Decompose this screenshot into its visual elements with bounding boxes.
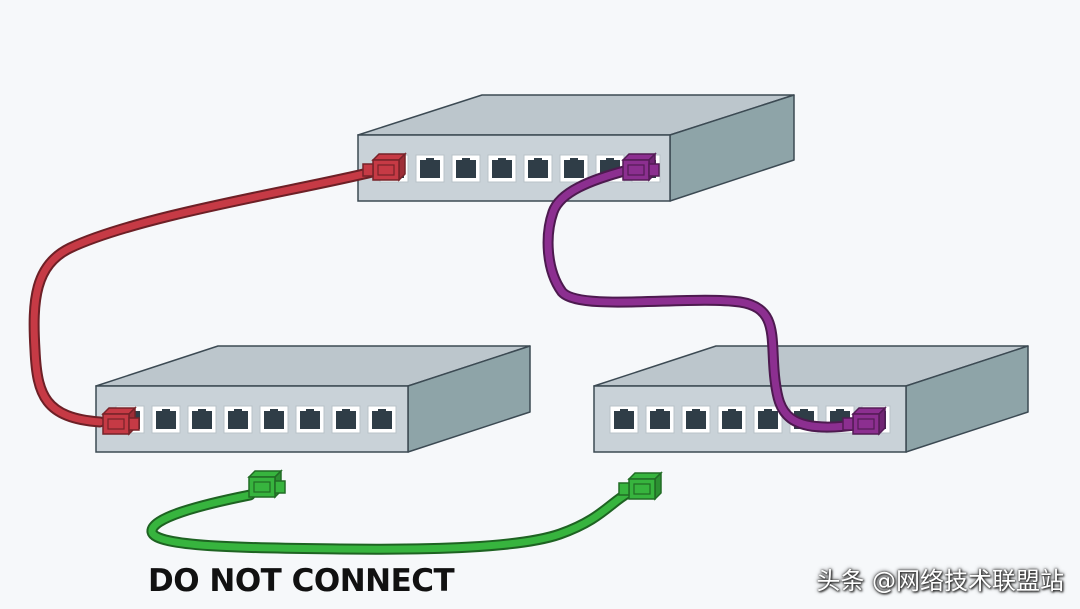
red-cable-plug-2 bbox=[101, 406, 140, 436]
top-switch-port-3 bbox=[451, 154, 481, 183]
left-switch-port-4 bbox=[223, 405, 253, 434]
top-switch-port-4 bbox=[487, 154, 517, 183]
purple-cable-plug-1 bbox=[621, 152, 660, 182]
left-switch-port-6 bbox=[295, 405, 325, 434]
left-switch-port-5 bbox=[259, 405, 289, 434]
left-switch-port-8 bbox=[367, 405, 397, 434]
right-switch-port-3 bbox=[681, 405, 711, 434]
left-switch-port-7 bbox=[331, 405, 361, 434]
top-switch-port-2 bbox=[415, 154, 445, 183]
right-switch-port-1 bbox=[609, 405, 639, 434]
purple-cable bbox=[542, 152, 887, 436]
do-not-connect-label: DO NOT CONNECT bbox=[148, 563, 455, 599]
green-cable bbox=[146, 469, 663, 555]
left-switch-port-2 bbox=[151, 405, 181, 434]
right-switch-port-2 bbox=[645, 405, 675, 434]
purple-cable-plug-2 bbox=[842, 406, 887, 436]
red-cable bbox=[28, 152, 407, 436]
left-switch bbox=[95, 345, 531, 453]
top-switch-port-6 bbox=[559, 154, 589, 183]
green-cable-plug-1 bbox=[247, 469, 286, 499]
right-switch bbox=[593, 345, 1029, 453]
right-switch-port-4 bbox=[717, 405, 747, 434]
left-switch-port-3 bbox=[187, 405, 217, 434]
green-cable-plug-2 bbox=[618, 471, 663, 501]
top-switch-port-5 bbox=[523, 154, 553, 183]
watermark-text: 头条 @网络技术联盟站 bbox=[816, 567, 1064, 595]
red-cable-plug-1 bbox=[362, 152, 407, 182]
